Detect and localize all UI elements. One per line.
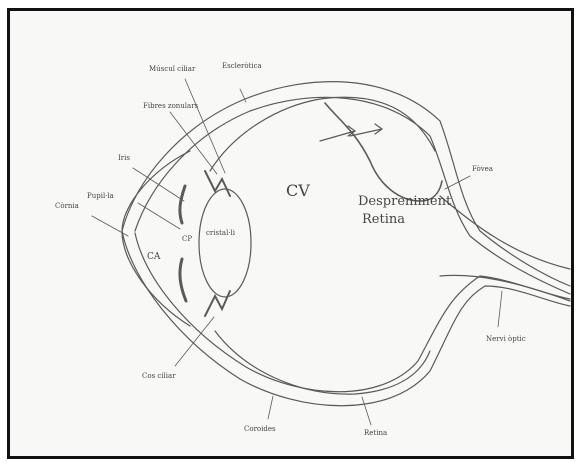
retina-lower — [215, 331, 430, 394]
ciliary-body-leader — [175, 317, 214, 366]
ciliary-upper — [205, 171, 230, 196]
cornea-line — [122, 151, 190, 326]
optic-nerve-top — [440, 196, 570, 269]
label-detached-retina-line-2: Retina — [362, 212, 405, 227]
label-ciliary-body: Cos ciliar — [142, 372, 176, 380]
iris-lower — [180, 259, 186, 301]
choroid-line — [210, 97, 435, 171]
label-ciliary-muscle: Múscul ciliar — [149, 65, 196, 73]
pupil-leader — [138, 203, 180, 229]
choroid-leader — [268, 396, 273, 419]
optic-nerve-leader — [498, 291, 502, 327]
arrow-2 — [350, 124, 382, 136]
lens — [199, 189, 251, 297]
diagram-frame: Còrnia Pupil·la Iris CA CP cristal·li Co… — [7, 8, 574, 459]
label-iris: Iris — [118, 154, 130, 162]
label-retina: Retina — [364, 429, 387, 437]
retina-leader — [362, 397, 371, 425]
label-zonule-fibers: Fibres zonulars — [143, 102, 199, 110]
sclera-inner — [135, 97, 570, 294]
eye-diagram: Còrnia Pupil·la Iris CA CP cristal·li Co… — [10, 11, 571, 456]
sclera-outline — [122, 82, 570, 286]
detached-retina-line — [325, 103, 442, 201]
label-optic-nerve: Nervi òptic — [486, 335, 526, 343]
label-lens: cristal·li — [206, 229, 236, 237]
iris-leader — [133, 168, 184, 201]
label-pupil: Pupil·la — [87, 192, 114, 200]
label-choroid: Coroides — [244, 425, 276, 433]
label-detached-retina-line-1: Despreniment — [358, 194, 452, 209]
ciliary-muscle-leader — [185, 79, 225, 173]
label-cornea: Còrnia — [55, 202, 79, 210]
label-fovea: Fòvea — [472, 165, 493, 173]
arrow-1 — [320, 126, 355, 141]
sclera-bottom-outline — [122, 231, 570, 406]
label-vitreous-chamber: CV — [286, 181, 310, 200]
iris-upper — [180, 186, 185, 223]
label-posterior-chamber: CP — [182, 235, 192, 243]
label-sclera: Escleròtica — [222, 62, 262, 70]
label-detached-retina: Despreniment Retina — [358, 194, 455, 227]
label-anterior-chamber: CA — [147, 252, 161, 262]
